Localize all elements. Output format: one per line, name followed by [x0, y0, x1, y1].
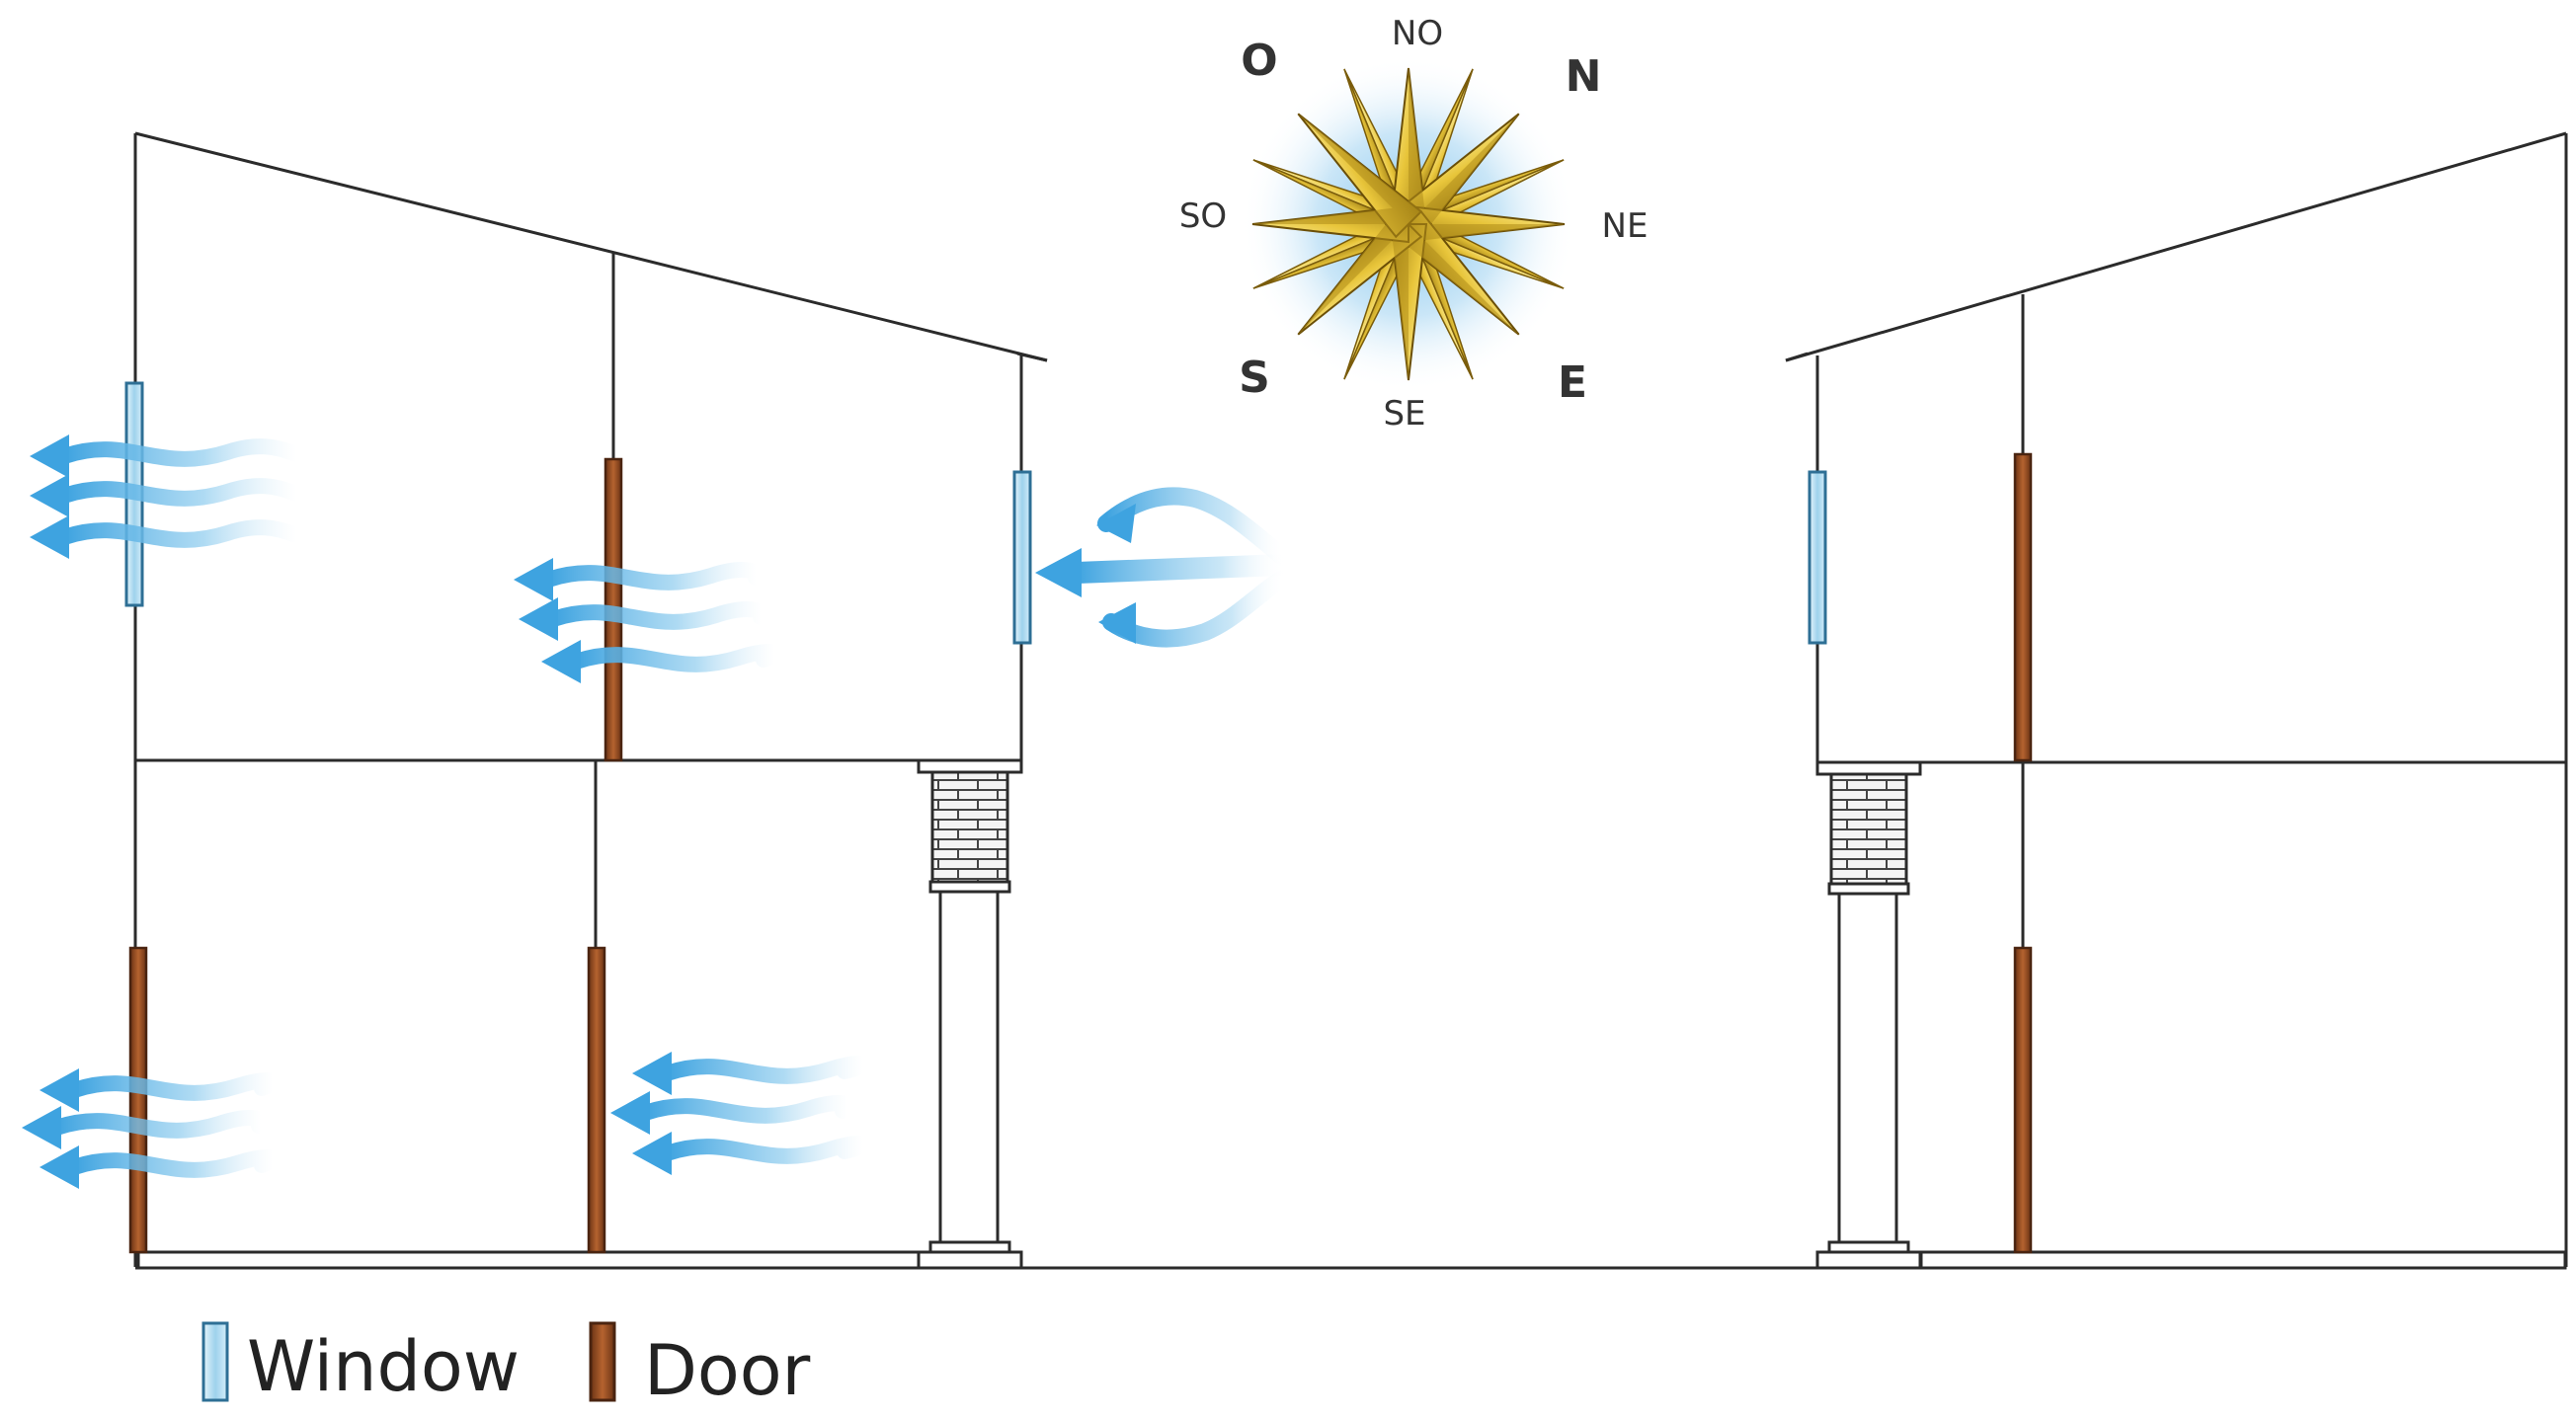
- airflow-outward-icon: [632, 1052, 871, 1095]
- legend-window-swatch: [201, 1321, 229, 1402]
- left-roof: [134, 131, 1048, 362]
- left-roof-eave: [1016, 352, 1048, 362]
- left-building: [133, 131, 1048, 1270]
- left-brick-capital: [930, 758, 1009, 891]
- right-pillar-neck: [1827, 882, 1910, 896]
- left-pillar-shaft: [938, 887, 1000, 1244]
- airflow-outward-icon: [541, 640, 783, 683]
- airflow-outward-icon: [22, 1106, 270, 1149]
- airflow-outward-icon: [40, 1145, 282, 1189]
- airflow-outward-icon: [40, 1068, 282, 1112]
- airflow-group-upper-door: [514, 558, 783, 683]
- right-pillar-shaft: [1837, 889, 1898, 1244]
- compass-label-ne: NE: [1602, 206, 1649, 246]
- airflow-outward-icon: [514, 558, 765, 601]
- door-left-lower-mid: [587, 946, 606, 1254]
- compass-label-e: E: [1558, 357, 1587, 408]
- right-base: [1919, 1250, 2567, 1270]
- left-pillar-neck: [928, 880, 1011, 894]
- right-roof-eave: [1785, 352, 1809, 362]
- right-brick-capital: [1829, 760, 1908, 893]
- left-base: [136, 1250, 927, 1270]
- legend: Window Door: [201, 1321, 811, 1411]
- compass-label-o: O: [1241, 36, 1277, 86]
- compass-label-no: NO: [1392, 14, 1443, 53]
- airflow-outward-icon: [632, 1132, 871, 1175]
- legend-door-swatch: [589, 1321, 616, 1402]
- airflow-group-lower-outer: [22, 1068, 282, 1189]
- legend-window-label: Window: [247, 1326, 520, 1407]
- compass-label-so: SO: [1179, 197, 1227, 236]
- door-left-lower-outer: [128, 946, 148, 1254]
- airflow-group-lower-mid: [610, 1052, 871, 1175]
- doors: [128, 452, 2033, 1254]
- airflow-outward-icon: [30, 434, 304, 478]
- right-pillar-cap: [1815, 760, 1922, 776]
- door-right-lower: [2013, 946, 2033, 1254]
- right-pillar-base: [1815, 1250, 1922, 1270]
- left-pillar-cap: [917, 758, 1023, 774]
- compass-label-s: S: [1239, 353, 1270, 403]
- compass-labels: NO O N SO NE S SE E: [1179, 14, 1649, 434]
- door-right-upper: [2013, 452, 2033, 762]
- compass-rose-icon: [1241, 56, 1576, 392]
- airflow-outward-icon: [610, 1091, 856, 1135]
- compass-label-se: SE: [1383, 394, 1425, 434]
- windows: [124, 381, 1827, 645]
- window-right-front: [1808, 470, 1827, 645]
- airflow-inward-icon: [1035, 487, 1295, 648]
- airflow-outward-icon: [30, 474, 304, 517]
- right-building: [1785, 131, 2568, 1270]
- compass-label-n: N: [1566, 51, 1602, 102]
- airflow-outward-icon: [519, 597, 769, 641]
- airflow-group-upper-window: [30, 434, 304, 559]
- right-roof: [1785, 131, 2567, 362]
- left-pillar-base: [917, 1250, 1023, 1270]
- legend-door-label: Door: [644, 1330, 811, 1411]
- window-left-front: [1012, 470, 1032, 645]
- airflow-outward-icon: [30, 515, 304, 559]
